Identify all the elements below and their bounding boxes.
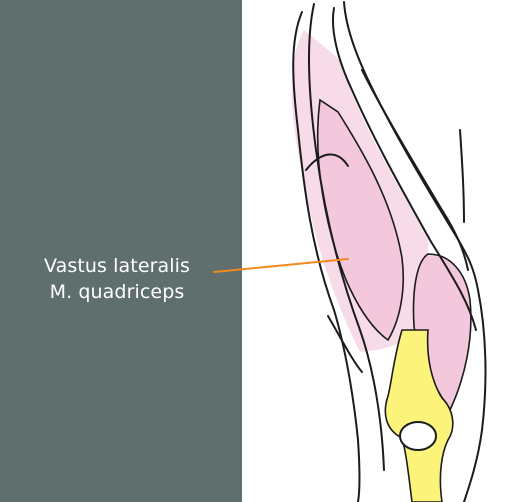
annotation-leader-line	[214, 259, 348, 272]
